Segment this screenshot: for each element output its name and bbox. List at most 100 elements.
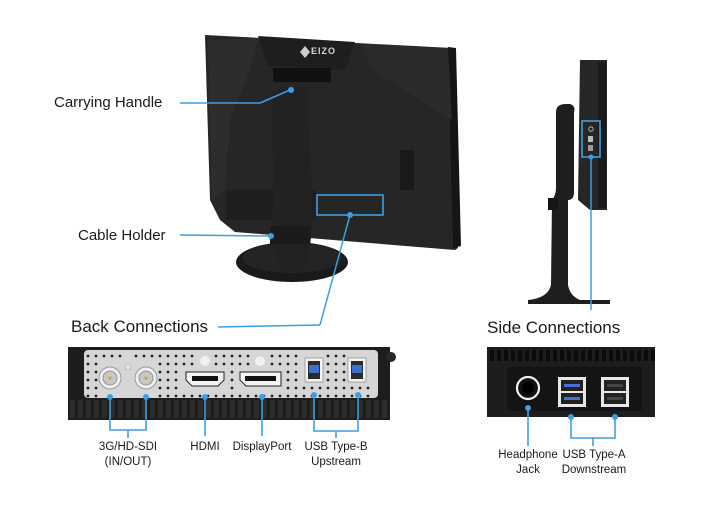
- grille-bar: [342, 400, 347, 418]
- perforation-hole: [342, 354, 346, 358]
- monitor-rear-view: [205, 35, 461, 250]
- perforation-hole: [238, 362, 242, 366]
- grille-bar: [318, 400, 323, 418]
- perforation-hole: [94, 394, 98, 398]
- perforation-hole: [190, 354, 194, 358]
- perforation-hole: [286, 354, 290, 358]
- perforation-hole: [222, 362, 226, 366]
- side-cable-holder: [548, 198, 558, 210]
- usb-b-port: [347, 357, 367, 383]
- perforation-hole: [158, 386, 162, 390]
- back-connections-title: Back Connections: [71, 317, 209, 336]
- perforation-hole: [270, 394, 274, 398]
- grille-bar: [86, 400, 91, 418]
- perforation-hole: [230, 362, 234, 366]
- grille-bar: [374, 400, 379, 418]
- perforation-hole: [334, 354, 338, 358]
- vent-slot: [553, 350, 557, 361]
- perforation-hole: [294, 354, 298, 358]
- perforation-hole: [174, 394, 178, 398]
- grille-bar: [94, 400, 99, 418]
- grille-bar: [246, 400, 251, 418]
- side-usb-mini-icon: [588, 136, 593, 142]
- side-connections-panel: [487, 347, 655, 417]
- grille-bar: [214, 400, 219, 418]
- perforation-hole: [350, 394, 354, 398]
- callout-dot: [288, 87, 294, 93]
- perforation-hole: [366, 394, 370, 398]
- perforation-hole: [86, 386, 90, 390]
- usb-a-label: USB Type-A Downstream: [560, 448, 628, 478]
- perforation-hole: [334, 394, 338, 398]
- perforation-hole: [158, 370, 162, 374]
- grille-bar: [358, 400, 363, 418]
- perforation-hole: [278, 354, 282, 358]
- perforation-hole: [214, 362, 218, 366]
- screw-icon: [200, 356, 210, 366]
- vent-slot: [574, 350, 578, 361]
- eizo-logo: [300, 46, 310, 58]
- perforation-hole: [214, 394, 218, 398]
- usb-a-port-blue: [558, 377, 586, 407]
- perforation-hole: [174, 370, 178, 374]
- bnc-connector: [134, 366, 158, 390]
- perforation-hole: [342, 394, 346, 398]
- perforation-hole: [166, 386, 170, 390]
- perforation-hole: [182, 394, 186, 398]
- perforation-hole: [342, 378, 346, 382]
- vent-slot: [609, 350, 613, 361]
- rear-panel-right: [360, 44, 452, 120]
- headphone-label: Headphone Jack: [498, 448, 558, 478]
- vent-slot: [637, 350, 641, 361]
- monitor-stand: [236, 88, 348, 282]
- perforation-hole: [174, 354, 178, 358]
- vent-slot: [525, 350, 529, 361]
- perforation-hole: [110, 354, 114, 358]
- vent-slot: [560, 350, 564, 361]
- grille-bar: [366, 400, 371, 418]
- grille-bar: [302, 400, 307, 418]
- grille-bar: [182, 400, 187, 418]
- side-usb-mini-icon: [588, 145, 593, 151]
- perforation-hole: [302, 394, 306, 398]
- side-stand: [528, 104, 610, 304]
- vent-slot: [490, 350, 494, 361]
- grille-bar: [262, 400, 267, 418]
- perforation-hole: [118, 354, 122, 358]
- grille-bar: [286, 400, 291, 418]
- grille-bar: [118, 400, 123, 418]
- perforation-hole: [286, 394, 290, 398]
- vent-slot: [511, 350, 515, 361]
- side-port-callouts: [525, 405, 618, 446]
- perforation-hole: [94, 370, 98, 374]
- perforation-hole: [294, 378, 298, 382]
- perforation-hole: [214, 354, 218, 358]
- perforation-hole: [342, 386, 346, 390]
- perforation-hole: [190, 394, 194, 398]
- perforation-hole: [166, 378, 170, 382]
- monitor-side-view: [528, 60, 610, 310]
- grille-bar: [350, 400, 355, 418]
- back-connections-panel: [68, 347, 396, 420]
- monitor-edge: [448, 47, 461, 248]
- grille-bar: [222, 400, 227, 418]
- perforation-hole: [270, 362, 274, 366]
- perforation-hole: [318, 386, 322, 390]
- perforation-hole: [246, 362, 250, 366]
- perforation-hole: [86, 378, 90, 382]
- headphone-label-line2: Jack: [516, 464, 540, 476]
- grille-bar: [382, 400, 387, 418]
- cable-holder-label: Cable Holder: [78, 227, 166, 244]
- carrying-handle-slot: [273, 68, 331, 82]
- usb-b-port: [304, 357, 324, 383]
- sdi-label-line2: (IN/OUT): [104, 456, 152, 468]
- perforation-hole: [94, 354, 98, 358]
- perforation-hole: [238, 394, 242, 398]
- perforation-hole: [318, 394, 322, 398]
- grille-bar: [278, 400, 283, 418]
- back-panel-plate: [84, 350, 378, 398]
- perforation-hole: [94, 378, 98, 382]
- perforation-hole: [86, 362, 90, 366]
- screw-icon: [255, 356, 265, 366]
- eizo-logo-mark-icon: [300, 46, 310, 58]
